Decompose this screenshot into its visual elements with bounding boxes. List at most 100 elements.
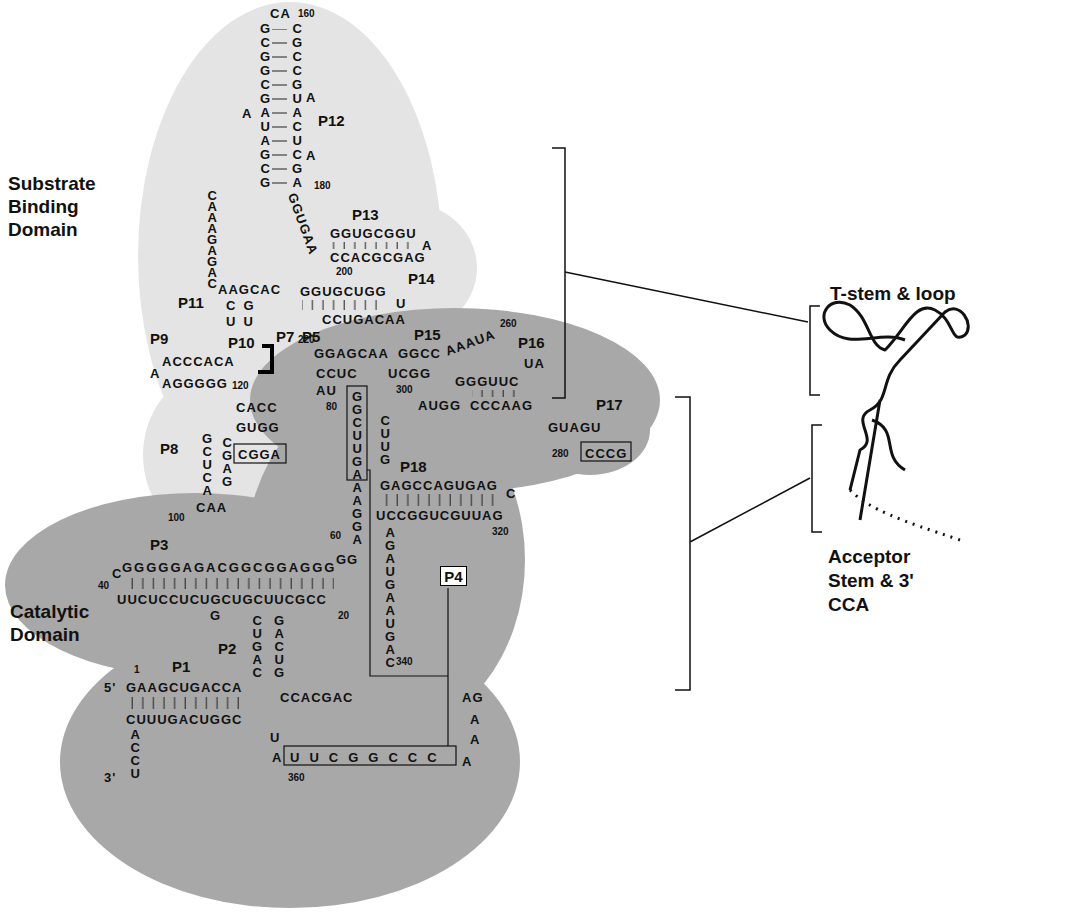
position-number: 120 [232, 380, 249, 392]
helix-label: P13 [352, 206, 379, 224]
sequence-text: C [112, 566, 122, 581]
sequence-text: CCACGCGAG [330, 250, 426, 265]
position-number: 40 [98, 580, 109, 592]
helix-label: P4 [441, 568, 466, 586]
sequence-text: GGGGGAGACGGCGGAGGG [122, 560, 336, 575]
sequence-text: A [150, 366, 160, 381]
helix-label: P3 [150, 536, 168, 554]
helix-label: P18 [400, 458, 427, 476]
sequence-text: GAGCCAGUGAG [380, 478, 498, 493]
sequence-text: AGGGGG [162, 376, 228, 391]
helix-label: P2 [218, 640, 236, 658]
sequence-text: AUGG [418, 398, 461, 413]
sequence-text: AU [316, 383, 337, 398]
sequence-strand: CAAAGAGAC [205, 190, 219, 289]
helix-label: P10 [228, 334, 255, 352]
position-number: 180 [314, 180, 331, 192]
sequence-text: A [470, 732, 480, 747]
sequence-text: A [242, 106, 252, 121]
sequence-text: UUCUCCUCUGCUGCUUCGCC [117, 592, 327, 607]
sequence-text: GUAGU [548, 420, 601, 435]
bracket [552, 148, 808, 398]
sequence-strand: GACUG [272, 614, 286, 679]
sequence-text: 3' [104, 770, 116, 785]
position-number: 340 [396, 656, 413, 668]
sequence-strand: AGAUGAAUGAC [383, 526, 397, 669]
sequence-text: A [306, 148, 316, 163]
sequence-text: AAGCAC [218, 282, 281, 297]
helix-label: P15 [414, 326, 441, 344]
sequence-text: UA [524, 356, 545, 371]
sequence-text: UUCGGCCC [290, 750, 447, 765]
helix-label: P12 [318, 112, 345, 130]
base-pair-ticks [272, 29, 287, 185]
sequence-text: A [462, 754, 472, 769]
trna-region-label: Acceptor Stem & 3' CCA [828, 545, 924, 617]
domain-heading: Substrate Binding Domain [8, 172, 148, 241]
base-pair-ticks [472, 390, 520, 397]
position-number: 1 [134, 664, 140, 676]
base-pair-ticks [380, 494, 495, 506]
position-number: 100 [168, 512, 185, 524]
helix-label: P11 [178, 294, 204, 312]
helix-box: P4 [440, 566, 467, 586]
trna-backbone [824, 302, 968, 520]
helix-label: P14 [408, 270, 435, 288]
sequence-text: CAA [196, 500, 227, 515]
position-number: 260 [500, 318, 517, 330]
base-pair-ticks [124, 578, 334, 589]
helix-label: P17 [596, 396, 623, 414]
sequence-text: GGGUUC [455, 374, 520, 389]
helix-label: P8 [160, 440, 178, 458]
sequence-text: GGAGCAA [314, 346, 389, 361]
trna-region-label: T-stem & loop [830, 282, 956, 306]
sequence-text: AAAUA [443, 327, 497, 359]
sequence-strand: GCUCA [200, 432, 214, 497]
base-pair-ticks [128, 697, 240, 709]
sequence-strand: CUGAC [250, 614, 264, 679]
helix-label: P9 [150, 330, 168, 348]
sequence-strand: ACCU [128, 728, 142, 780]
domain-lobe [60, 616, 520, 908]
bracket [812, 425, 822, 532]
helix-label: P1 [172, 658, 190, 676]
bracket [675, 397, 810, 690]
trna-tail [850, 490, 960, 540]
sequence-text: CACC [236, 400, 278, 415]
position-number: 80 [326, 401, 337, 413]
position-number: 300 [396, 384, 413, 396]
helix-label: P5 [302, 328, 320, 346]
position-number: 60 [330, 530, 341, 542]
sequence-text: UCGG [388, 366, 431, 381]
sequence-text: A [272, 750, 282, 765]
domain-boundary-mark [258, 346, 272, 372]
sequence-box [234, 444, 286, 463]
sequence-text: A [306, 90, 316, 105]
sequence-text: CCCAAG [470, 398, 533, 413]
sequence-text: G [210, 608, 221, 623]
sequence-text: CG [226, 298, 262, 313]
position-number: 20 [338, 610, 349, 622]
sequence-text: GUGG [236, 420, 280, 435]
position-number: 360 [288, 772, 305, 784]
helix-label: P16 [518, 334, 545, 352]
helix-label: P7 [276, 328, 294, 346]
sequence-strand: CUUG [378, 414, 392, 466]
sequence-text: AG [462, 690, 484, 705]
position-number: 160 [298, 8, 315, 20]
sequence-box [284, 746, 456, 765]
sequence-strand: GCGGCGAUAGCG [258, 22, 272, 190]
sequence-text: CCCG [585, 446, 627, 461]
position-number: 280 [552, 448, 569, 460]
position-number: 200 [336, 266, 353, 278]
sequence-text: A [470, 712, 480, 727]
domain-heading: Catalytic Domain [10, 600, 120, 646]
sequence-text: GG [336, 552, 358, 567]
sequence-text: CCACGAC [280, 690, 353, 705]
sequence-text: GAAGCUGACCA [126, 680, 242, 695]
sequence-text: CUUUGACUGGC [126, 712, 242, 727]
sequence-text: UCCGGUCGUUAG [376, 508, 504, 523]
